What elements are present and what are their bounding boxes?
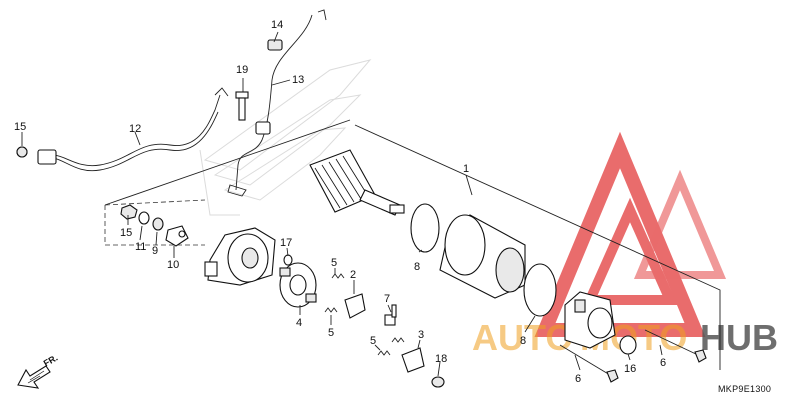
starter-cable-12	[16, 87, 229, 172]
callout-3: 3	[418, 329, 424, 341]
callout-6-b: 6	[660, 357, 666, 369]
assembly-outline	[104, 119, 721, 370]
front-cover	[564, 291, 616, 349]
front-direction-arrow-icon	[17, 365, 51, 389]
callout-6-a: 6	[575, 373, 581, 385]
callout-16: 16	[624, 363, 636, 375]
callout-8-b: 8	[520, 335, 526, 347]
callout-10: 10	[167, 259, 179, 271]
watermark-brand-right: HUB	[700, 317, 778, 358]
callout-13: 13	[292, 74, 304, 86]
long-bolts-6	[559, 329, 707, 383]
callout-1: 1	[463, 163, 469, 175]
o-ring-8-rear	[523, 263, 557, 317]
watermark-logo-icon	[534, 131, 727, 337]
nut-15-upper	[16, 146, 28, 158]
leader-lines	[21, 31, 663, 377]
watermark-brand-left: AUTO	[472, 317, 573, 358]
clip-14	[267, 39, 283, 51]
callout-12: 12	[129, 123, 141, 135]
brush-2	[344, 293, 366, 319]
callout-15-a: 15	[14, 121, 26, 133]
bolt-18	[431, 376, 445, 388]
callout-5-a: 5	[331, 257, 337, 269]
motor-case	[439, 214, 526, 299]
callout-18: 18	[435, 353, 447, 365]
terminal-parts	[120, 204, 189, 247]
callout-7: 7	[384, 293, 390, 305]
background-wing-logo	[199, 59, 372, 216]
starter-cable-13	[227, 9, 327, 197]
o-ring-8-front	[410, 203, 440, 253]
callout-labels: 1 2 3 4 5 5 5 6 6 7 8 8 9 10 11 12 13 14…	[14, 19, 666, 385]
callout-5-c: 5	[370, 335, 376, 347]
callout-14: 14	[271, 19, 283, 31]
front-label: FR.	[42, 353, 60, 369]
armature	[309, 149, 405, 216]
brush-holder-4	[279, 262, 317, 308]
o-ring-17	[283, 254, 293, 266]
brush-3	[401, 347, 425, 373]
callout-2: 2	[350, 269, 356, 281]
callout-9: 9	[152, 245, 158, 257]
callout-15-b: 15	[120, 227, 132, 239]
bolt-7	[384, 304, 397, 326]
callout-8-a: 8	[414, 261, 420, 273]
diagram-code: MKP9E1300	[718, 384, 771, 394]
callout-5-b: 5	[328, 327, 334, 339]
o-ring-16	[619, 335, 637, 355]
callout-4: 4	[296, 317, 302, 329]
springs-5	[324, 273, 405, 356]
bolt-19	[235, 91, 249, 121]
callout-11: 11	[135, 241, 146, 253]
rear-cover-housing	[204, 227, 276, 286]
callout-17: 17	[280, 237, 292, 249]
callout-19: 19	[236, 64, 248, 76]
